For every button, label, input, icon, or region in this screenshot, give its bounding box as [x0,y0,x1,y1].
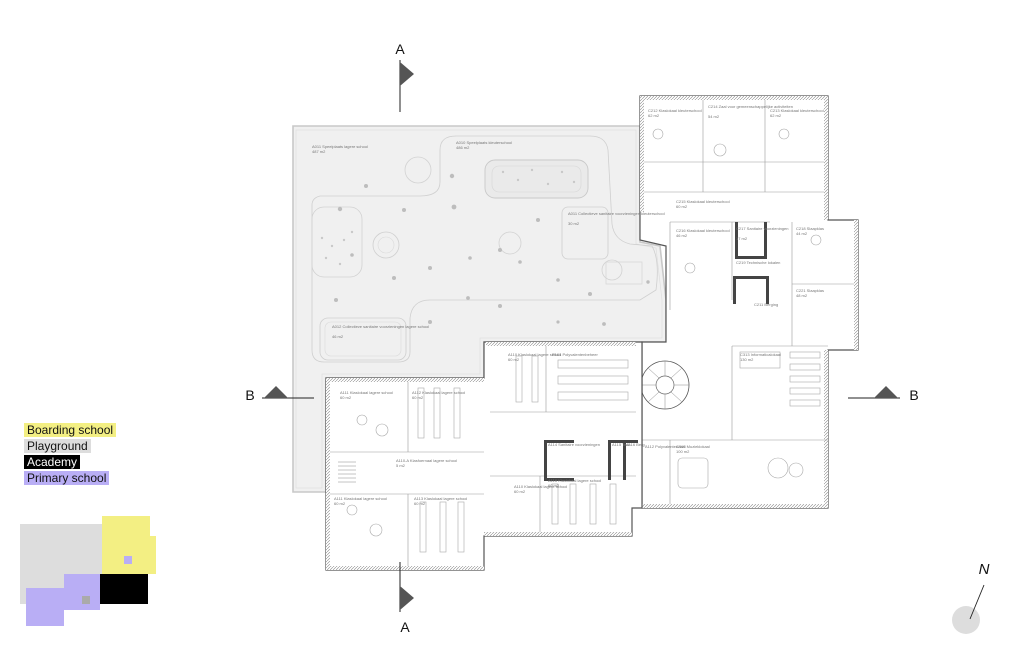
room-label: C216 Klaslokaal kleuterschool [676,228,730,233]
room-area: 60 m2 [334,501,346,506]
room-area: 5 m2 [396,463,406,468]
room-label: A110 Klaslokaal lagere school [514,484,567,489]
section-marker-b-right: B [848,386,919,403]
room-area: 60 m2 [412,395,424,400]
room-label: C215 Klaslokaal kleuterschool [676,199,730,204]
room-label: A111 Klaslokaal lagere school [340,390,393,395]
section-label: B [245,387,254,403]
room-label: A114 Sanitaire voorzieningen [548,442,600,447]
section-marker-b-left: B [245,386,314,403]
section-marker-a-top: A [395,41,414,112]
room-label: C217 Sanitaire voorzieningen [736,226,788,231]
room-label: C211 Berging [754,302,778,307]
room-label: A110 Klaslokaal lagere school [508,352,561,357]
room-label: C212 Klaslokaal kleuterschool [648,108,702,113]
legend-item-boarding-school: Boarding school [24,423,117,437]
room-label: A112 Polyvalentenzaal [645,444,686,449]
room-label: C213 Klaslokaal kleuterschool [770,108,824,113]
room-label: C214 Zaal voor gemeenschappelijke activi… [708,104,793,109]
section-marker-a-bottom: A [399,562,414,635]
room-labels: A011 Speelplaats lagere school 487 m2 A0… [312,104,824,506]
room-label: A116 Klaslokaal lagere school [548,478,601,483]
room-label: A112 Klaslokaal lagere school [412,390,465,395]
room-area: 60 m2 [508,357,520,362]
room-label: A116 Berg. [626,442,646,447]
section-label: A [400,619,410,635]
legend: Boarding school Playground Academy Prima… [24,423,117,487]
room-label: A111 Klaslokaal lagere school [334,496,387,501]
north-label: N [979,561,990,578]
room-label: C221 Slaapklas [796,288,824,293]
section-label: B [909,387,918,403]
room-area: 46 m2 [332,334,344,339]
room-label: C315 Muzieklokaal [676,444,710,449]
room-area: 48 m2 [796,293,808,298]
room-area: 487 m2 [312,149,326,154]
legend-item-playground: Playground [24,439,91,453]
room-label: C219 Technische lokalen [736,260,780,265]
legend-item-academy: Academy [24,455,81,469]
room-area: 60 m2 [548,483,560,488]
key-plan [20,516,156,626]
room-label: B101 Polyvalentenbeheer [552,352,598,357]
building-south-wing [325,341,643,571]
room-area: 30 m2 [568,221,580,226]
room-area: 130 m2 [740,357,754,362]
room-label: A011 Collectieve sanitaire voorzieningen… [568,211,665,216]
room-area: 46 m2 [676,233,688,238]
room-label: A115 Tech. [612,442,632,447]
legend-item-primary-school: Primary school [24,471,110,485]
room-label: C313 Informaticalokaal [740,352,781,357]
room-label: A010 Speelplaats kleuterschool [456,140,512,145]
room-area: 486 m2 [456,145,470,150]
room-area: 54 m2 [708,114,720,119]
room-area: 62 m2 [770,113,782,118]
room-area: 17 m2 [736,236,748,241]
building-east-wing [639,95,859,509]
room-label: A011 Speelplaats lagere school [312,144,368,149]
room-area: 60 m2 [414,501,426,506]
room-area: 60 m2 [676,204,688,209]
room-area: 60 m2 [514,489,526,494]
room-area: 60 m2 [340,395,352,400]
room-area: 100 m2 [676,449,690,454]
section-label: A [395,41,405,57]
playground-area [292,125,667,493]
room-area: 62 m2 [648,113,660,118]
room-area: 44 m2 [796,231,808,236]
room-label: A113 Klaslokaal lagere school [414,496,467,501]
room-label: A110-A Klasfoernaal lagere school [396,458,457,463]
north-arrow: N [952,561,990,634]
furniture [346,128,822,553]
room-label: A012 Collectieve sanitaire voorzieningen… [332,324,429,329]
room-label: C218 Slaapklas [796,226,824,231]
